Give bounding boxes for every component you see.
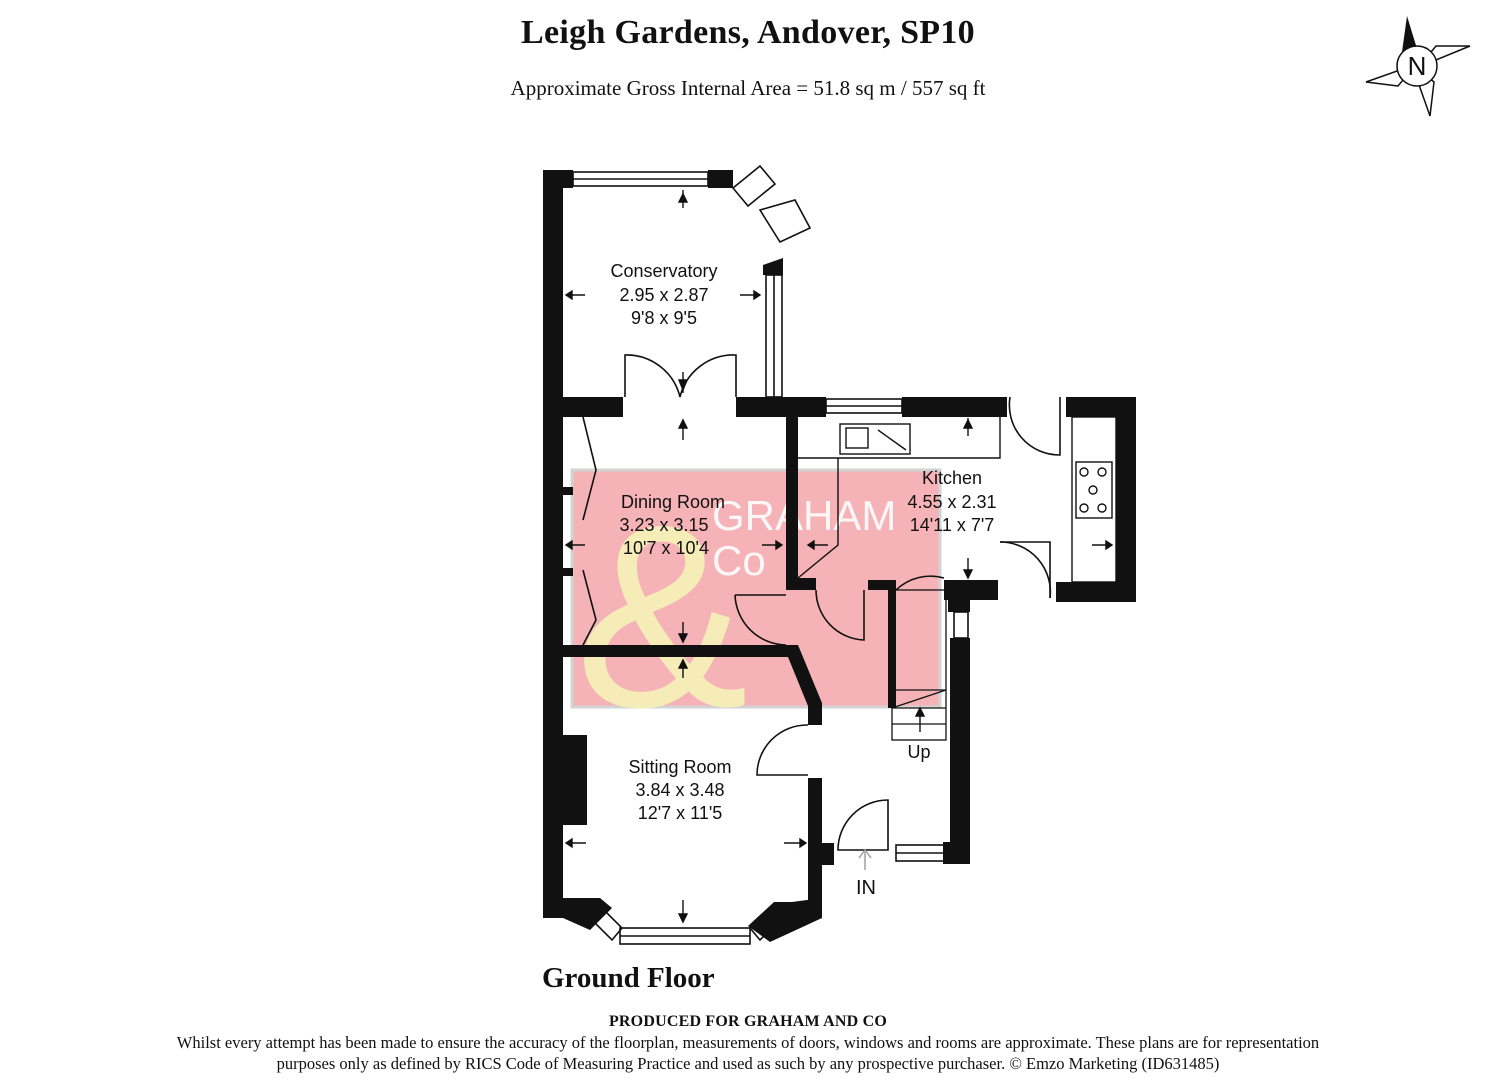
watermark-graham: GRAHAM	[712, 492, 896, 539]
gross-area-text: Approximate Gross Internal Area = 51.8 s…	[510, 76, 986, 100]
sitting-metric: 3.84 x 3.48	[635, 780, 724, 800]
entrance-arrow-icon	[858, 848, 872, 870]
stairs-up-label: Up	[907, 742, 930, 762]
entrance-label: IN	[856, 877, 876, 899]
kitchen-imperial: 14'11 x 7'7	[910, 515, 995, 535]
compass-letter: N	[1408, 51, 1427, 81]
watermark-ampersand: &	[575, 472, 748, 762]
watermark-co: Co	[712, 537, 766, 584]
kitchen-name: Kitchen	[922, 468, 982, 488]
dining-name: Dining Room	[621, 492, 725, 512]
dining-metric: 3.23 x 3.15	[619, 515, 708, 535]
plan-title: Leigh Gardens, Andover, SP10	[521, 14, 975, 51]
disclaimer: Whilst every attempt has been made to en…	[110, 1032, 1386, 1074]
doors	[582, 164, 1061, 851]
dimension-arrows	[564, 190, 1114, 924]
conservatory-imperial: 9'8 x 9'5	[631, 308, 697, 328]
kitchen-fittings	[797, 416, 1117, 583]
produced-for-text: PRODUCED FOR GRAHAM AND CO	[608, 1013, 888, 1030]
windows	[572, 171, 969, 945]
sitting-imperial: 12'7 x 11'5	[638, 803, 723, 823]
dining-imperial: 10'7 x 10'4	[623, 538, 709, 558]
disclaimer-line-2: purposes only as defined by RICS Code of…	[276, 1054, 1220, 1073]
kitchen-metric: 4.55 x 2.31	[907, 492, 996, 512]
north-compass-icon: N	[1365, 16, 1471, 117]
conservatory-metric: 2.95 x 2.87	[619, 285, 708, 305]
disclaimer-line-1: Whilst every attempt has been made to en…	[176, 1033, 1320, 1052]
sitting-name: Sitting Room	[628, 757, 731, 777]
floor-label: Ground Floor	[542, 962, 715, 994]
walls	[543, 170, 1136, 942]
conservatory-name: Conservatory	[610, 261, 717, 281]
watermark: & GRAHAM Co	[570, 468, 942, 762]
staircase	[891, 589, 947, 741]
